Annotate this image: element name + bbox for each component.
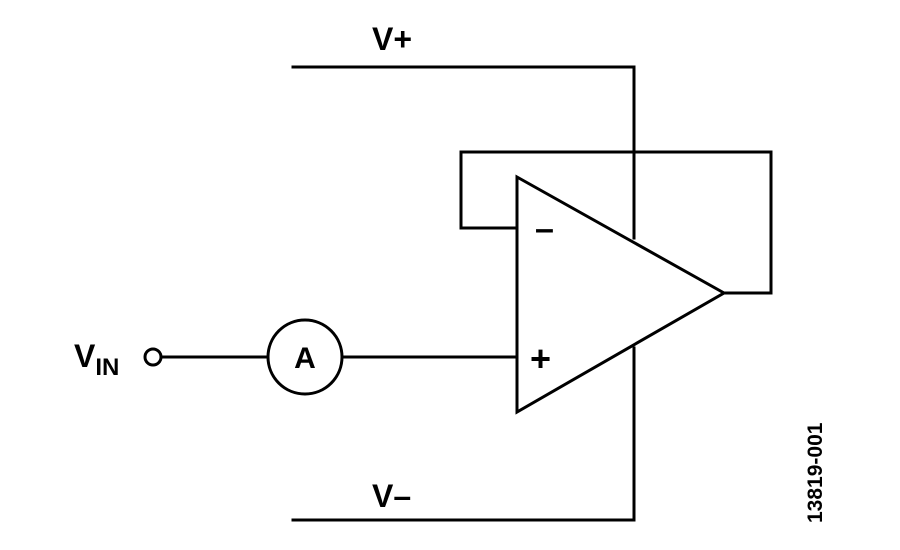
input-voltage-subscript: IN [95, 354, 119, 381]
noninverting-input-sign: + [530, 338, 551, 379]
figure-id-label: 13819-001 [804, 422, 827, 523]
negative-supply-label: V– [372, 478, 411, 514]
op-amp-triangle [515, 174, 728, 415]
inverting-input-sign: – [535, 210, 554, 248]
input-terminal-circle [143, 347, 163, 367]
ammeter-label: A [294, 342, 316, 375]
feedback-loop-wire [459, 150, 773, 295]
input-voltage-main: V [74, 338, 96, 374]
positive-supply-label: V+ [372, 21, 412, 57]
negative-supply-rail [291, 346, 636, 522]
positive-supply-rail [291, 65, 636, 240]
input-voltage-label: VIN [74, 338, 119, 381]
